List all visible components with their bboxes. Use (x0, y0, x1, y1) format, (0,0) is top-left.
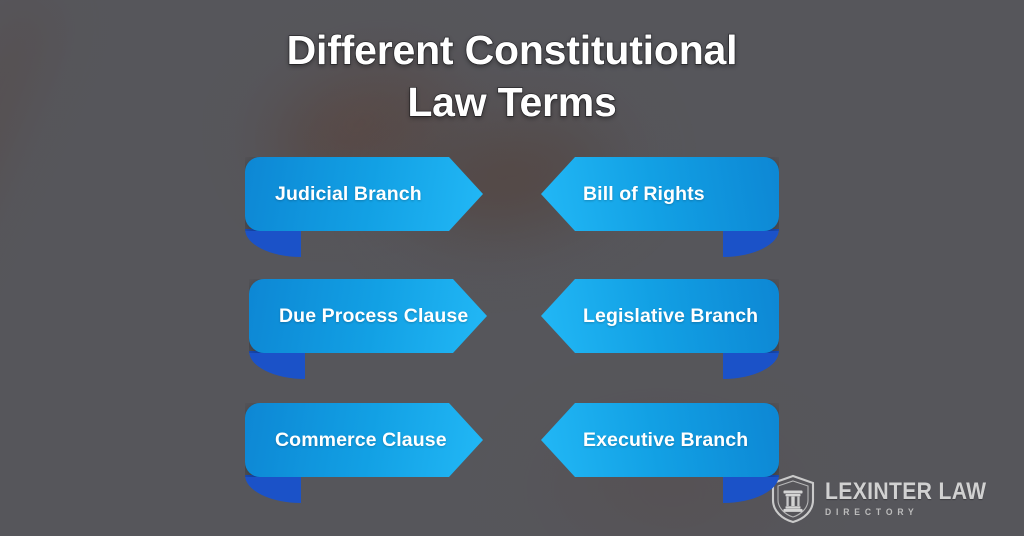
brand-logo[interactable]: LEXINTER LAW DIRECTORY (770, 474, 1008, 524)
ribbon-body: Judicial Branch (245, 157, 483, 231)
term-ribbon-bill-of-rights[interactable]: Bill of Rights (541, 157, 779, 257)
term-ribbon-executive-branch[interactable]: Executive Branch (541, 403, 779, 503)
shield-column-icon (771, 474, 814, 524)
term-ribbon-judicial-branch[interactable]: Judicial Branch (245, 157, 483, 257)
ribbon-body: Commerce Clause (245, 403, 483, 477)
term-ribbon-due-process-clause[interactable]: Due Process Clause (249, 279, 487, 379)
page-title: Different Constitutional Law Terms (0, 24, 1024, 129)
term-label: Commerce Clause (275, 428, 447, 451)
term-label: Due Process Clause (279, 304, 469, 327)
title-line-1: Different Constitutional (286, 26, 738, 73)
term-ribbon-legislative-branch[interactable]: Legislative Branch (541, 279, 779, 379)
logo-subtitle: DIRECTORY (824, 507, 919, 519)
logo-text-group: LEXINTER LAW DIRECTORY (825, 480, 1008, 518)
logo-name: LEXINTER LAW (824, 478, 986, 506)
ribbon-body: Legislative Branch (541, 279, 779, 353)
ribbon-body: Bill of Rights (541, 157, 779, 231)
ribbon-body: Executive Branch (541, 403, 779, 477)
term-ribbon-commerce-clause[interactable]: Commerce Clause (245, 403, 483, 503)
term-label: Judicial Branch (275, 182, 422, 205)
term-label: Executive Branch (583, 428, 749, 451)
term-label: Bill of Rights (583, 182, 705, 205)
title-line-2: Law Terms (407, 79, 618, 126)
ribbon-body: Due Process Clause (249, 279, 487, 353)
term-label: Legislative Branch (583, 304, 759, 327)
